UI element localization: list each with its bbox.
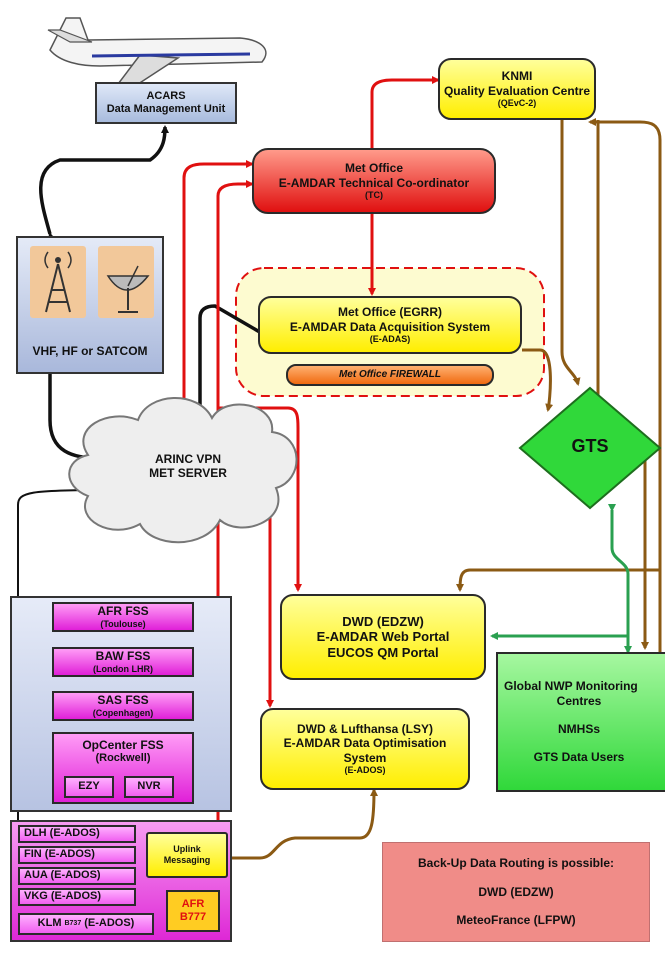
fss-opcenter-location: (Rockwell) — [95, 752, 151, 765]
afr777-line1: AFR — [181, 897, 205, 910]
comms-label: VHF, HF or SATCOM — [32, 343, 148, 358]
acars-title: ACARS — [146, 89, 186, 102]
firewall-bar: Met Office FIREWALL — [286, 364, 494, 386]
airline-aua-label: AUA (E-ADOS) — [24, 869, 101, 882]
knmi-gts-arrow — [560, 120, 581, 386]
fss-opcenter-name: OpCenter FSS — [82, 738, 164, 752]
eados-system: System — [343, 750, 387, 765]
arinc-cloud-shape — [68, 397, 298, 544]
tc-title: Met Office — [344, 161, 403, 176]
acars-comms-arrow — [39, 125, 169, 241]
uplink-line1: Uplink — [173, 844, 201, 855]
airplane-stripe — [91, 52, 251, 58]
airline-klm-suffix: (E-ADOS) — [84, 917, 135, 930]
afr777-line2: B777 — [179, 911, 207, 923]
nwp-knmi-arrow — [588, 118, 662, 652]
gts-label: GTS — [571, 436, 609, 456]
acars-box: ACARS Data Management Unit — [95, 82, 237, 124]
satellite-dish-icon — [98, 246, 154, 318]
backup-item2: MeteoFrance (LFPW) — [456, 913, 576, 928]
arinc-line2: MET SERVER — [149, 466, 227, 480]
airline-fin: FIN (E-ADOS) — [18, 846, 136, 864]
arinc-line1: ARINC VPN — [154, 452, 221, 466]
dwd-portal-eucos: EUCOS QM Portal — [327, 644, 439, 660]
nwp-gts-users: GTS Data Users — [533, 750, 625, 765]
nwp-dwd-arrow — [490, 610, 630, 640]
firewall-label: Met Office FIREWALL — [338, 369, 442, 380]
tc-subtitle: E-AMDAR Technical Co-ordinator — [278, 175, 470, 190]
airline-fin-label: FIN (E-ADOS) — [24, 848, 95, 861]
nwp-centres: Centres — [556, 693, 602, 708]
tc-code: (TC) — [365, 189, 383, 200]
fss-sas-box: SAS FSS (Copenhagen) — [52, 691, 194, 721]
radio-tower-icon — [30, 246, 86, 318]
knmi-box: KNMI Quality Evaluation Centre (QEvC-2) — [438, 58, 596, 120]
eadas-title: Met Office (EGRR) — [337, 305, 442, 320]
tc-box: Met Office E-AMDAR Technical Co-ordinato… — [252, 148, 496, 214]
airplane-tail-wing — [47, 29, 93, 43]
eadas-gts-arrow — [522, 348, 554, 412]
eados-subtitle: E-AMDAR Data Optimisation — [283, 736, 447, 751]
gts-nwp-arrow — [608, 504, 632, 654]
tc-fss-red-line — [180, 160, 254, 446]
dwd-portal-box: DWD (EDZW) E-AMDAR Web Portal EUCOS QM P… — [280, 594, 486, 680]
eadas-box: Met Office (EGRR) E-AMDAR Data Acquisiti… — [258, 296, 522, 354]
eadas-code: (E-ADAS) — [369, 333, 411, 344]
backup-box: Back-Up Data Routing is possible: DWD (E… — [382, 842, 650, 942]
brown-to-dwd-portal — [456, 568, 660, 592]
fss-afr-box: AFR FSS (Toulouse) — [52, 602, 194, 632]
gts-diamond — [518, 386, 662, 510]
airline-dlh-label: DLH (E-ADOS) — [24, 827, 100, 840]
airplane-icon — [47, 17, 267, 89]
uplink-line2: Messaging — [163, 855, 211, 865]
uplink-eados-arrow — [232, 788, 378, 860]
uplink-box: Uplink Messaging — [146, 832, 228, 878]
afr777-box: AFR B777 — [166, 890, 220, 932]
dwd-portal-title: DWD (EDZW) — [342, 613, 424, 629]
fss-baw-box: BAW FSS (London LHR) — [52, 647, 194, 677]
fss-baw-name: BAW FSS — [95, 649, 151, 664]
dwd-portal-webportal: E-AMDAR Web Portal — [316, 629, 450, 645]
tc-knmi-arrow — [368, 76, 440, 154]
opcenter-sub-ezy-label: EZY — [78, 780, 100, 793]
opcenter-sub-nvr-label: NVR — [137, 780, 161, 793]
backup-title: Back-Up Data Routing is possible: — [417, 856, 615, 871]
arinc-label: ARINC VPN MET SERVER — [118, 452, 258, 480]
airline-dlh: DLH (E-ADOS) — [18, 825, 136, 843]
nwp-box: Global NWP Monitoring Centres NMHSs GTS … — [496, 652, 665, 792]
fss-afr-name: AFR FSS — [97, 604, 149, 619]
eados-code: (E-ADOS) — [344, 765, 386, 776]
fss-sas-name: SAS FSS — [97, 693, 149, 708]
airline-vkg-label: VKG (E-ADOS) — [24, 890, 101, 903]
knmi-subtitle: Quality Evaluation Centre — [443, 83, 591, 98]
opcenter-sub-ezy: EZY — [64, 776, 114, 798]
opcenter-sub-nvr: NVR — [124, 776, 174, 798]
eados-title: DWD & Lufthansa (LSY) — [297, 722, 433, 737]
knmi-code: (QEvC-2) — [497, 97, 537, 108]
airline-klm-small: B737 — [64, 919, 82, 927]
eados-box: DWD & Lufthansa (LSY) E-AMDAR Data Optim… — [260, 708, 470, 790]
airline-aua: AUA (E-ADOS) — [18, 867, 136, 885]
airline-klm: KLM B737 (E-ADOS) — [18, 913, 154, 935]
knmi-title: KNMI — [501, 69, 533, 84]
backup-item1: DWD (EDZW) — [478, 884, 554, 899]
fss-sas-location: (Copenhagen) — [92, 707, 154, 718]
acars-subtitle: Data Management Unit — [106, 103, 226, 115]
fss-afr-location: (Toulouse) — [100, 618, 146, 629]
airline-vkg: VKG (E-ADOS) — [18, 888, 136, 906]
comms-box: VHF, HF or SATCOM — [16, 236, 164, 374]
nwp-title: Global NWP Monitoring — [504, 679, 638, 694]
fss-baw-location: (London LHR) — [93, 663, 153, 674]
red-to-dwd-portal — [218, 406, 302, 592]
nwp-nmhss: NMHSs — [557, 722, 600, 736]
airline-klm-prefix: KLM — [37, 917, 62, 930]
eadas-subtitle: E-AMDAR Data Acquisition System — [289, 319, 491, 334]
tc-bus-red-line — [216, 180, 254, 820]
